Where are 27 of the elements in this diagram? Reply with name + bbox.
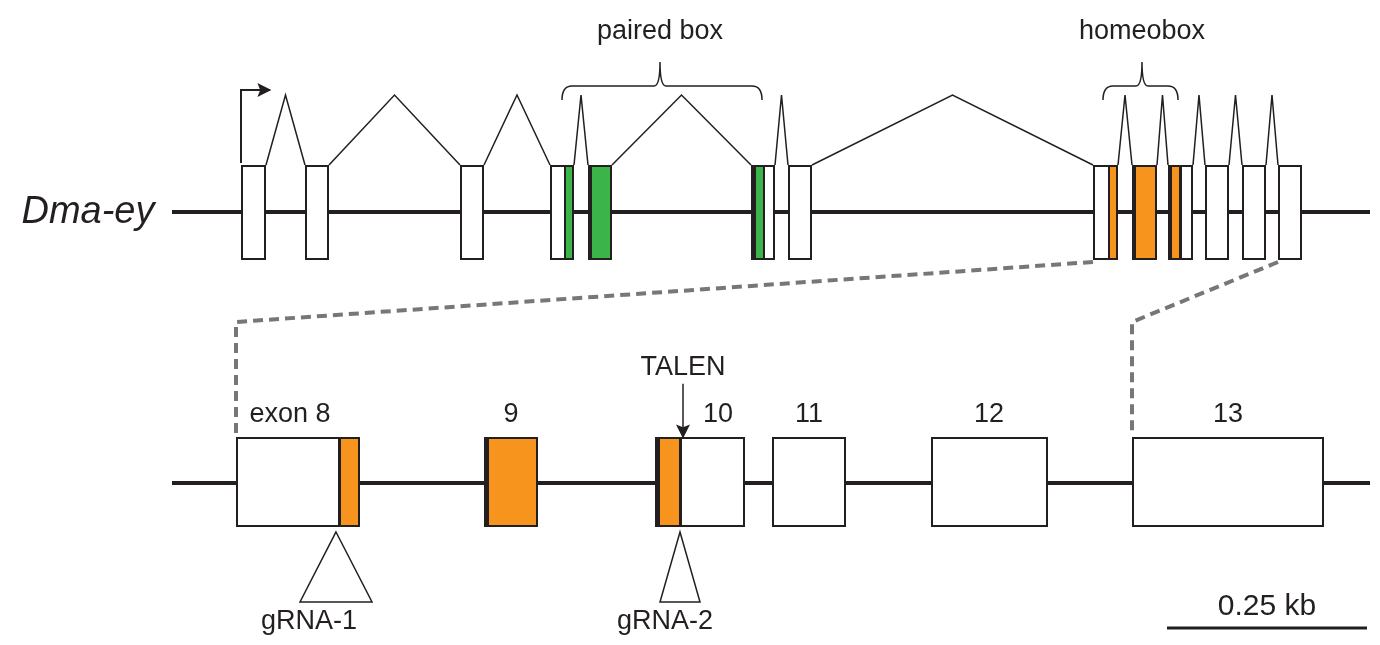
splice-line	[328, 93, 461, 166]
splice-line	[611, 93, 752, 166]
splice-line	[1117, 94, 1133, 166]
guide-rna-label: gRNA-2	[617, 606, 713, 636]
arrow	[676, 382, 690, 439]
nuclease-site-label: TALEN	[640, 352, 726, 382]
splice-line	[483, 93, 551, 166]
splice-line	[811, 94, 1094, 166]
scale-label: 0.25 kb	[1217, 588, 1317, 621]
splice-line	[1192, 94, 1206, 166]
domain-label: paired box	[596, 16, 724, 46]
exon-number: 11	[795, 399, 823, 429]
gene-name: Dma-ey	[21, 190, 155, 232]
exon-number: 13	[1213, 399, 1243, 429]
splice-line	[1156, 94, 1169, 166]
exon-number: exon 8	[249, 399, 331, 429]
splice-line	[573, 94, 589, 166]
splice-line	[265, 92, 306, 166]
domain-label: homeobox	[1078, 16, 1206, 46]
exon-number: 12	[974, 399, 1004, 429]
exon-number: 10	[703, 399, 733, 429]
splice-line	[774, 94, 789, 166]
splice-line	[1265, 94, 1279, 166]
guide-rna-label: gRNA-1	[261, 606, 357, 636]
zoom-guide-line	[234, 260, 1094, 435]
exon-number: 9	[503, 399, 519, 429]
splice-line	[1228, 94, 1243, 166]
